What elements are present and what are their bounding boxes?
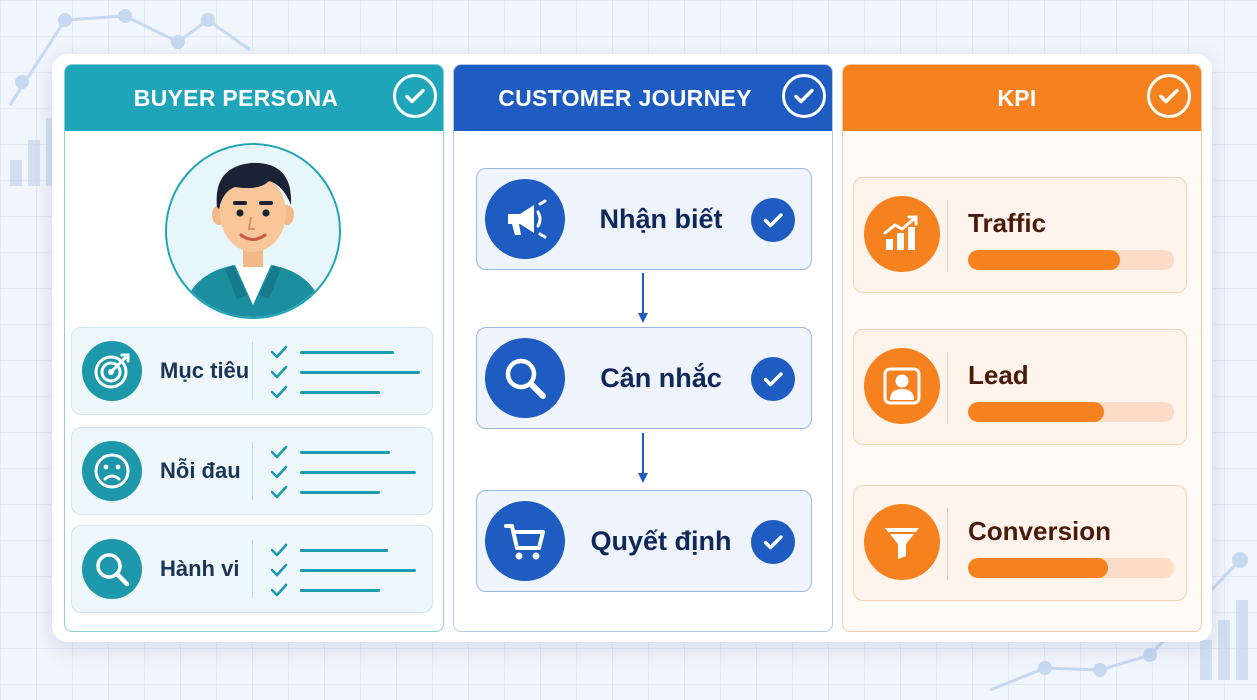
kpi-column: KPI Traffic — [842, 64, 1202, 632]
journey-step-nhan-biet: Nhận biết — [476, 168, 812, 270]
progress-bar-fill — [968, 402, 1104, 422]
text-line — [300, 568, 416, 572]
target-icon — [82, 341, 142, 401]
persona-item-label: Mục tiêu — [160, 358, 250, 383]
text-line — [300, 450, 390, 454]
divider — [947, 200, 948, 272]
journey-step-can-nhac: Cân nhắc — [476, 327, 812, 429]
check-icon — [393, 74, 437, 118]
journey-step-quyet-dinh: Quyết định — [476, 490, 812, 592]
journey-step-label: Quyết định — [590, 526, 732, 556]
kpi-item-label: Conversion — [968, 516, 1112, 546]
buyer-persona-title: BUYER PERSONA — [133, 84, 339, 111]
check-icon — [270, 583, 288, 597]
persona-item-label: Hành vi — [160, 556, 240, 581]
divider — [947, 508, 948, 580]
journey-step-label: Cân nhắc — [600, 363, 722, 393]
checklist — [270, 442, 416, 502]
check-icon — [270, 465, 288, 479]
progress-bar — [968, 402, 1174, 422]
kpi-header: KPI — [843, 65, 1201, 131]
sad-face-icon — [82, 441, 142, 501]
user-icon — [864, 348, 940, 424]
megaphone-icon — [485, 179, 565, 259]
journey-step-label: Nhận biết — [599, 204, 723, 234]
progress-bar-fill — [968, 250, 1121, 270]
text-line — [300, 490, 380, 494]
kpi-item-traffic: Traffic — [853, 177, 1187, 293]
divider — [252, 442, 253, 500]
divider — [252, 342, 253, 400]
check-icon — [751, 357, 795, 401]
check-icon — [782, 74, 826, 118]
text-line — [300, 390, 380, 394]
funnel-icon — [864, 504, 940, 580]
customer-journey-header: CUSTOMER JOURNEY — [454, 65, 832, 131]
customer-journey-title: CUSTOMER JOURNEY — [498, 84, 752, 111]
kpi-title: KPI — [997, 84, 1037, 111]
check-icon — [270, 345, 288, 359]
check-icon — [270, 445, 288, 459]
divider — [947, 352, 948, 424]
text-line — [300, 548, 388, 552]
text-line — [300, 350, 394, 354]
check-icon — [1147, 74, 1191, 118]
kpi-item-label: Traffic — [968, 208, 1047, 238]
kpi-item-conversion: Conversion — [853, 485, 1187, 601]
checklist — [270, 342, 420, 402]
progress-bar — [968, 250, 1174, 270]
divider — [252, 540, 253, 598]
text-line — [300, 470, 416, 474]
buyer-persona-header: BUYER PERSONA — [65, 65, 443, 131]
customer-journey-column: CUSTOMER JOURNEY Nhận biết — [453, 64, 833, 632]
checklist — [270, 540, 416, 600]
text-line — [300, 370, 420, 374]
cart-icon — [485, 501, 565, 581]
check-icon — [270, 385, 288, 399]
search-icon — [485, 338, 565, 418]
kpi-item-label: Lead — [968, 360, 1029, 390]
growth-chart-icon — [864, 196, 940, 272]
check-icon — [270, 485, 288, 499]
text-line — [300, 588, 380, 592]
persona-item-label: Nỗi đau — [160, 458, 241, 483]
check-icon — [270, 543, 288, 557]
progress-bar-fill — [968, 558, 1109, 578]
persona-item-hanh-vi: Hành vi — [71, 525, 433, 613]
check-icon — [270, 365, 288, 379]
man-avatar-icon — [165, 143, 341, 319]
main-board: BUYER PERSONA — [52, 54, 1212, 642]
search-icon — [82, 539, 142, 599]
persona-item-muc-tieu: Mục tiêu — [71, 327, 433, 415]
buyer-persona-column: BUYER PERSONA — [64, 64, 444, 632]
arrow-down-icon — [638, 273, 648, 323]
kpi-item-lead: Lead — [853, 329, 1187, 445]
persona-item-noi-dau: Nỗi đau — [71, 427, 433, 515]
arrow-down-icon — [638, 433, 648, 483]
progress-bar — [968, 558, 1174, 578]
check-icon — [270, 563, 288, 577]
check-icon — [751, 520, 795, 564]
check-icon — [751, 198, 795, 242]
